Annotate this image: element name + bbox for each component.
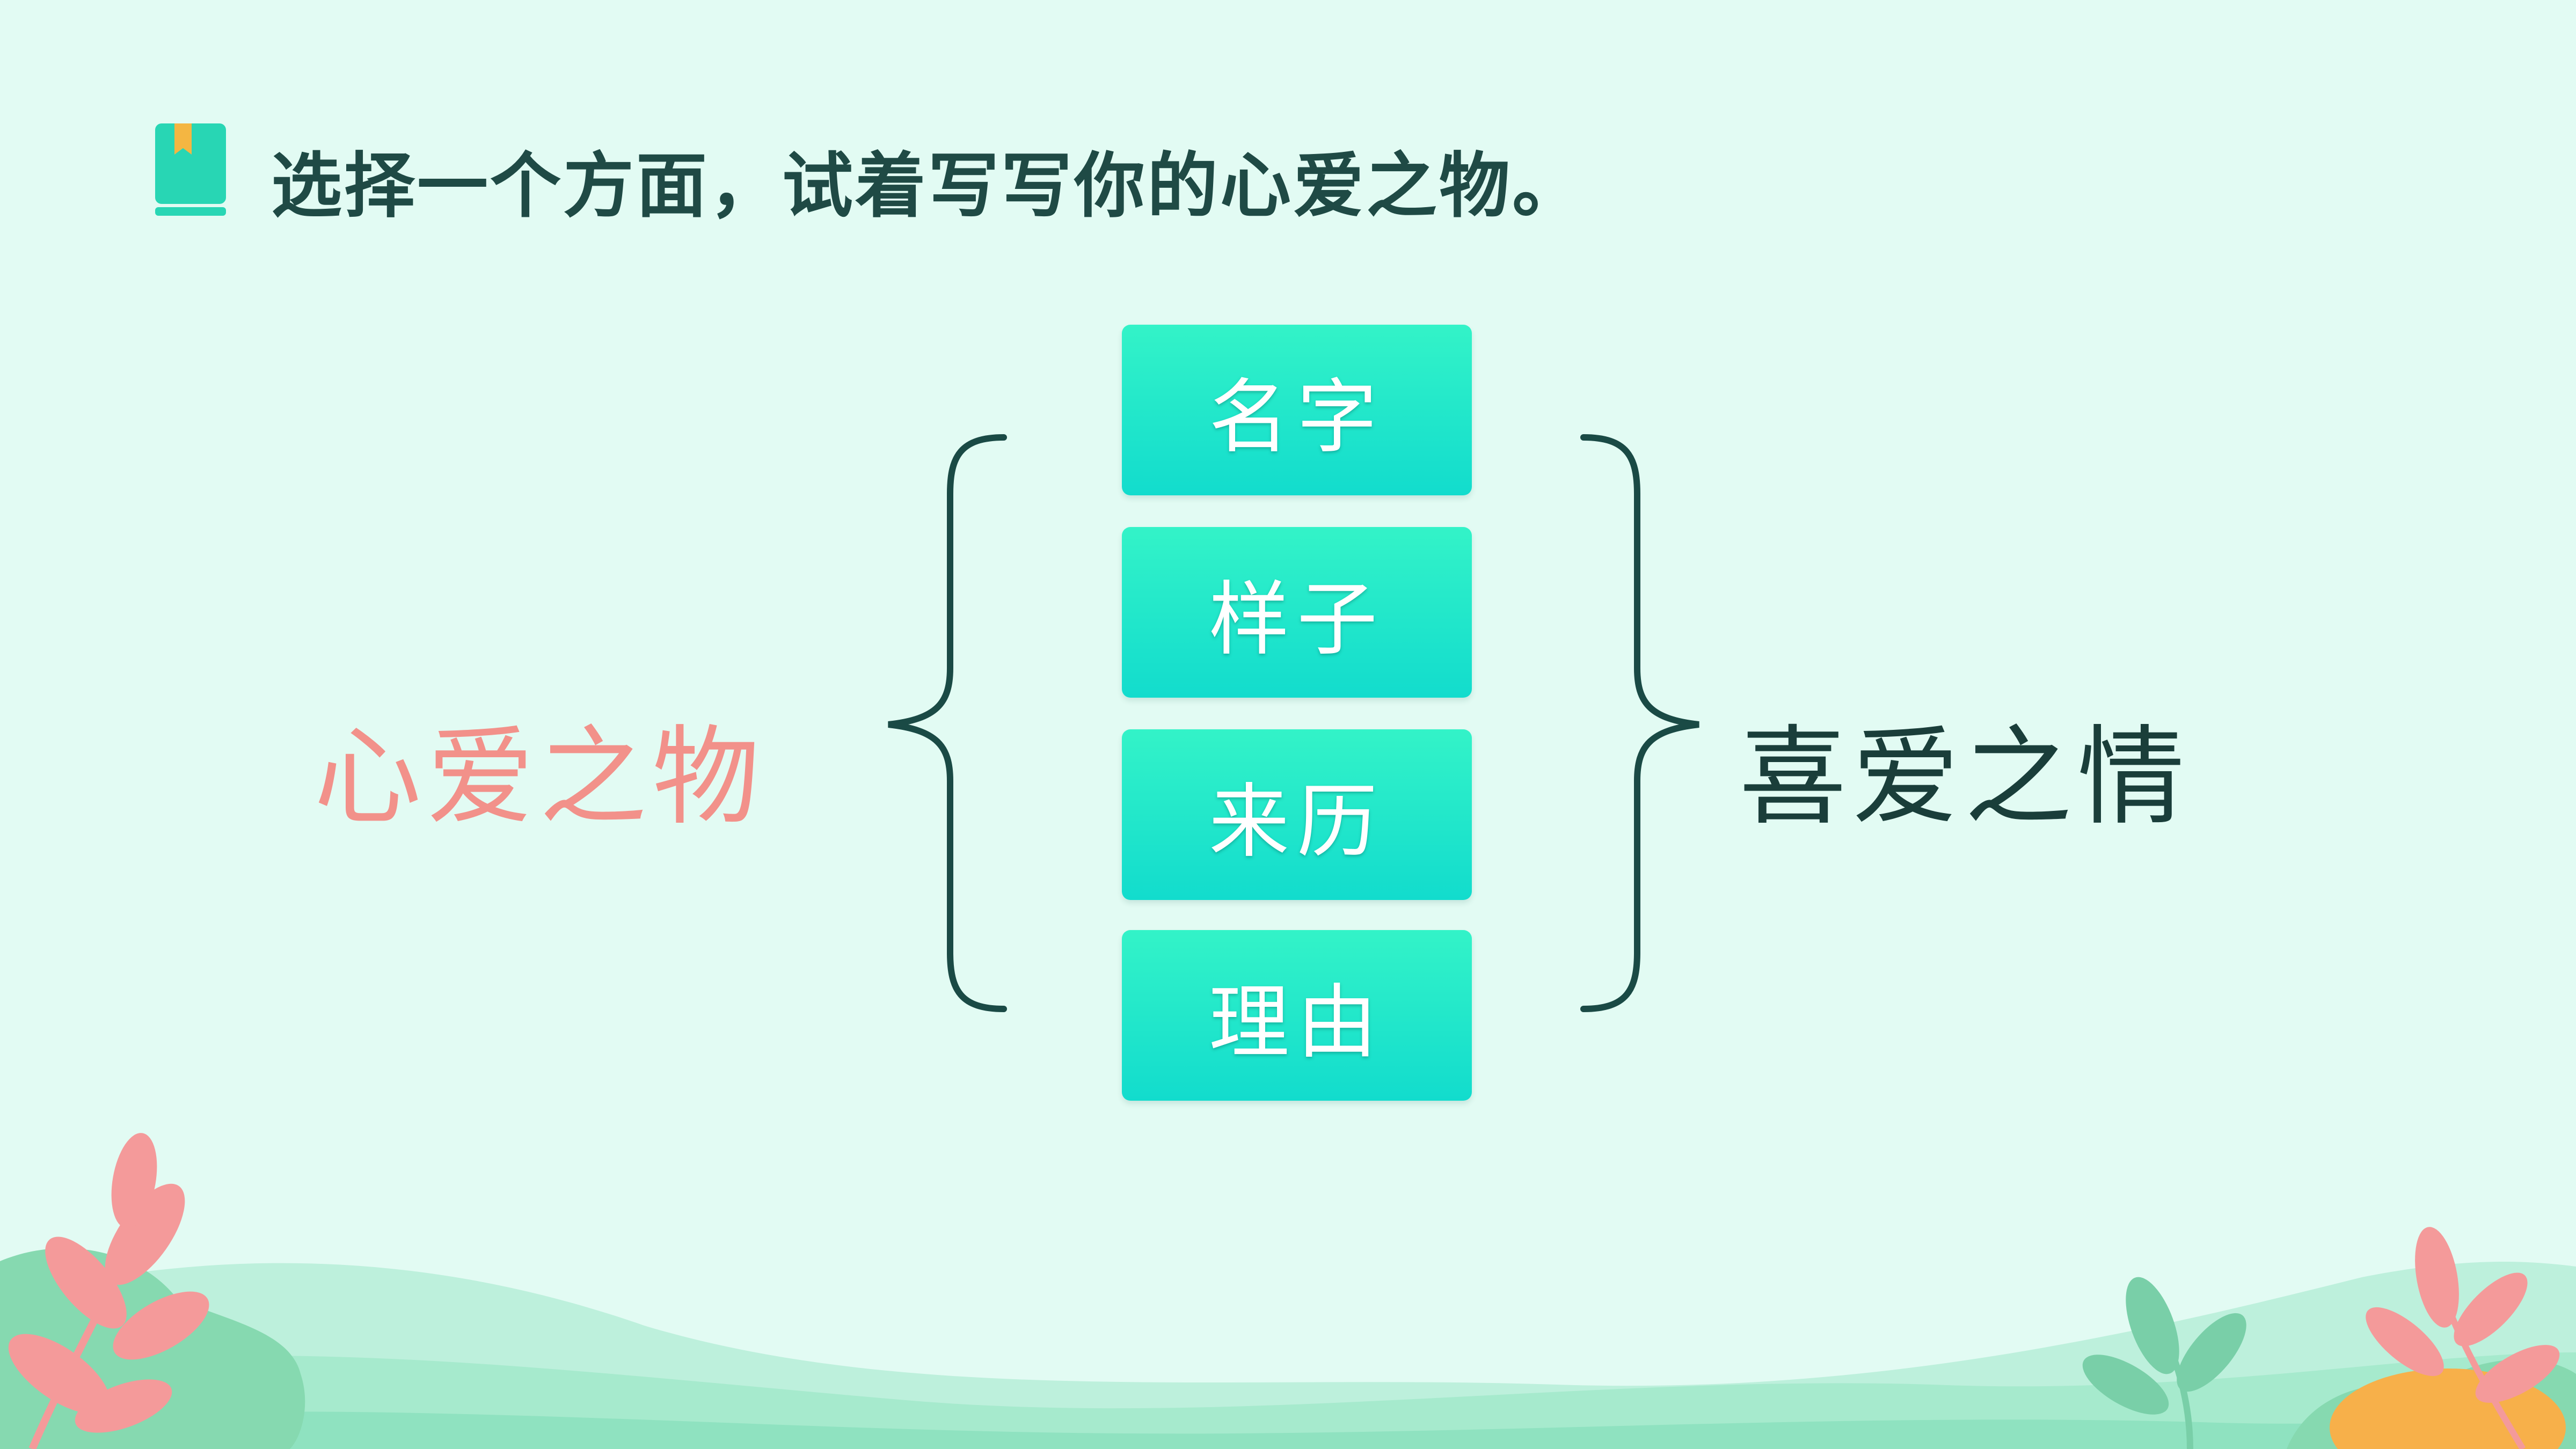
book-icon <box>155 123 226 216</box>
right-label: 喜爱之情 <box>1739 715 2191 840</box>
hill-front <box>0 1411 2576 1449</box>
item-box-origin: 来历 <box>1122 729 1472 900</box>
item-box-appearance: 样子 <box>1122 527 1472 698</box>
item-box-reason: 理由 <box>1122 930 1472 1101</box>
green-branch-right <box>2082 1277 2246 1449</box>
left-brace <box>888 434 1007 1012</box>
pink-branch-left <box>8 1133 209 1449</box>
right-brace <box>1580 434 1699 1012</box>
pink-branch-right <box>2366 1227 2560 1449</box>
page-title: 选择一个方面，试着写写你的心爱之物。 <box>271 145 1585 228</box>
left-label: 心爱之物 <box>314 715 765 840</box>
item-box-name: 名字 <box>1122 325 1472 495</box>
